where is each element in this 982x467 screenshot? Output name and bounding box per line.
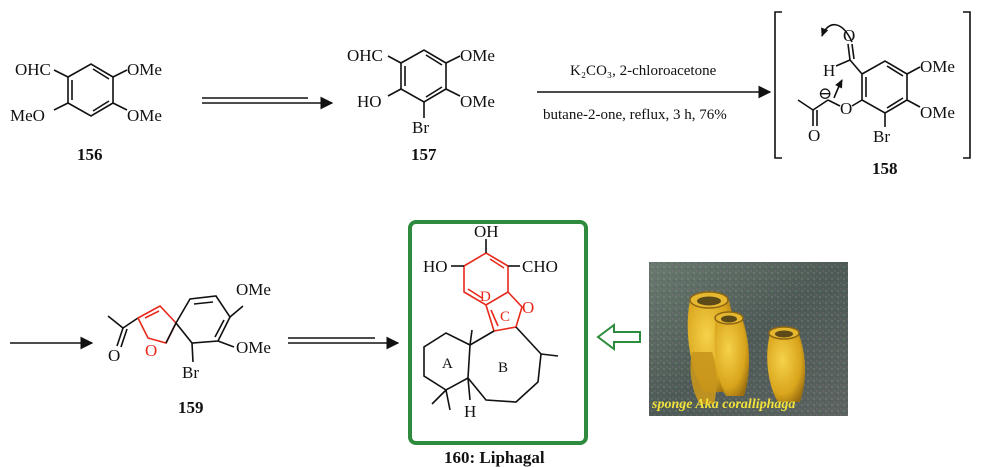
c157-number: 157 — [411, 145, 437, 164]
compound-157: OHC OMe HO OMe Br 157 — [347, 46, 495, 164]
c158-o-ketone-label: O — [808, 126, 820, 145]
c158-number: 158 — [872, 159, 898, 178]
c160-h-label: H — [464, 402, 476, 421]
c156-cho-label: OHC — [15, 60, 51, 79]
ring-d-label: D — [480, 289, 491, 305]
arrow-156-157 — [202, 96, 334, 110]
c158-ome2-label: OMe — [920, 103, 955, 122]
c159-number: 159 — [178, 398, 204, 417]
arrow-159-160 — [288, 336, 400, 350]
c160-ho-label: HO — [423, 257, 448, 276]
c157-ome1-label: OMe — [460, 46, 495, 65]
c160-cho-label: CHO — [522, 257, 558, 276]
c158-h-label: H — [823, 61, 835, 80]
photo-caption: sponge Aka coralliphaga — [651, 397, 795, 412]
liphagal-box — [408, 220, 588, 445]
c159-o-ketone-label: O — [108, 346, 120, 365]
c159-ome1-label: OMe — [236, 280, 271, 299]
compound-158: O H ⊖ OMe OMe O O Br 158 — [774, 11, 971, 178]
source-arrow — [596, 323, 641, 351]
arrow-157-158: K₂CO₃, 2-chloroacetone butane-2-one, ref… — [537, 63, 772, 123]
compound-159: O O OMe OMe Br 159 — [107, 280, 271, 417]
compound-156: OHC OMe MeO OMe 156 — [10, 60, 162, 164]
c156-ome2-label: OMe — [127, 106, 162, 125]
c157-ome2-label: OMe — [460, 92, 495, 111]
c157-ho-label: HO — [357, 92, 382, 111]
c157-cho-label: OHC — [347, 46, 383, 65]
c160-o-label: O — [522, 298, 534, 317]
c158-br-label: Br — [873, 127, 890, 146]
c158-ome1-label: OMe — [920, 57, 955, 76]
ring-a-label: A — [442, 356, 453, 372]
c156-meo-label: MeO — [10, 106, 45, 125]
c160-oh-label: OH — [474, 222, 499, 241]
ring-b-label: B — [498, 360, 508, 376]
reagents-text: K₂CO₃, 2-chloroacetone — [570, 63, 717, 79]
c159-o-furan-label: O — [145, 341, 157, 360]
c156-ome1-label: OMe — [127, 60, 162, 79]
ring-c-label: C — [500, 309, 510, 325]
compound-160: D OH HO CHO C O B A H 160: Liphagal — [408, 220, 588, 467]
c159-ome2-label: OMe — [236, 338, 271, 357]
c159-br-label: Br — [182, 363, 199, 382]
c156-number: 156 — [77, 145, 103, 164]
c157-br-label: Br — [412, 118, 429, 137]
sponge-photo: sponge Aka coralliphaga — [649, 262, 848, 416]
conditions-text: butane-2-one, reflux, 3 h, 76% — [543, 107, 727, 123]
c158-charge: ⊖ — [818, 84, 832, 103]
c158-o-ether-label: O — [840, 99, 852, 118]
c160-number: 160: Liphagal — [444, 448, 545, 467]
